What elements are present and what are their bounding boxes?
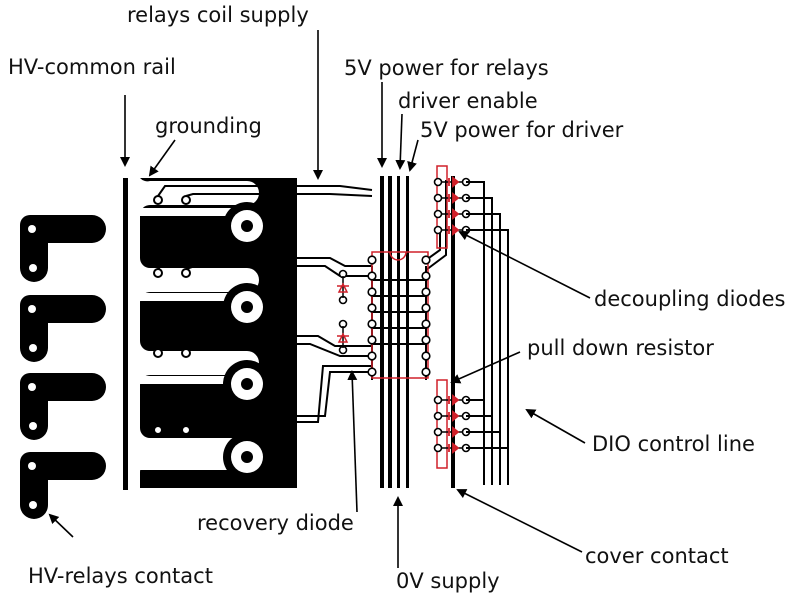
label-grounding: grounding — [155, 114, 262, 138]
label-decoupling-diodes: decoupling diodes — [594, 287, 786, 311]
label-relays-coil-supply: relays coil supply — [127, 3, 309, 27]
relay-5v-bus — [380, 176, 384, 488]
hv-common-rail — [123, 178, 128, 490]
hv-contact-pad-2 — [20, 295, 106, 362]
supply-bus-bars — [380, 176, 455, 488]
hv-contact-pad-4 — [20, 452, 106, 519]
decoupling-diodes-bottom — [433, 379, 471, 469]
driver-ic — [367, 180, 447, 380]
recovery-diodes — [337, 269, 349, 355]
label-dio-control-line: DIO control line — [592, 432, 755, 456]
label-driver-enable: driver enable — [398, 89, 538, 113]
dio-control-lines — [466, 181, 509, 485]
hv-contact-pad-1 — [20, 215, 106, 282]
label-0v-supply: 0V supply — [396, 569, 500, 593]
grounding-plane — [128, 178, 297, 488]
label-hv-common-rail: HV-common rail — [8, 55, 176, 79]
relay-coil-traces — [157, 185, 373, 427]
zero-v-bus — [388, 176, 392, 488]
driver-5v-bus — [406, 176, 409, 488]
label-recovery-diode: recovery diode — [197, 511, 354, 535]
driver-enable-bus — [397, 176, 400, 488]
annotation-arrows — [48, 30, 591, 568]
label-5v-power-driver: 5V power for driver — [420, 118, 624, 142]
cover-contact-rail — [451, 176, 455, 488]
label-cover-contact: cover contact — [585, 544, 729, 568]
hv-contact-pad-3 — [20, 373, 106, 440]
label-5v-power-relays: 5V power for relays — [344, 56, 549, 80]
hv-relay-contact-pads — [20, 215, 106, 519]
relay-pads — [223, 202, 271, 481]
label-hv-relays-contact: HV-relays contact — [28, 564, 213, 588]
label-pull-down-resistor: pull down resistor — [527, 336, 714, 360]
